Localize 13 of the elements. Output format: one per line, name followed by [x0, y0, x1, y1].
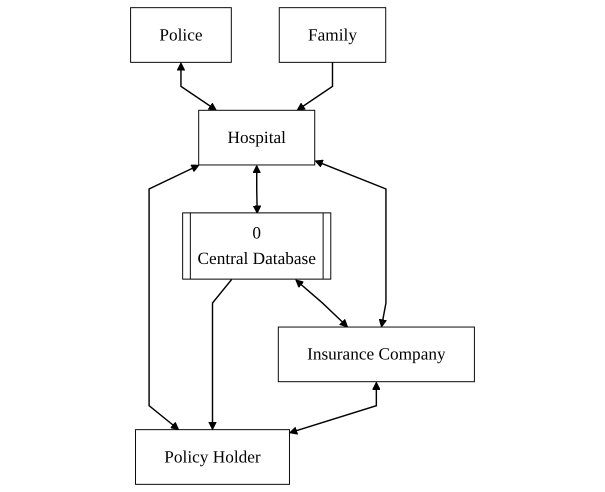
node-box: Hospital [198, 110, 316, 166]
node-box: Insurance Company [278, 326, 475, 382]
arrow [296, 62, 334, 111]
node-box: Police [130, 7, 232, 63]
arrow [314, 160, 388, 328]
node-box: Family [278, 7, 386, 63]
arrow [295, 279, 348, 328]
arrow [208, 279, 232, 430]
arrow [176, 62, 217, 111]
arrow [148, 164, 200, 430]
node-box: Policy Holder [135, 429, 290, 485]
arrow [252, 164, 262, 214]
arrow [289, 382, 381, 435]
